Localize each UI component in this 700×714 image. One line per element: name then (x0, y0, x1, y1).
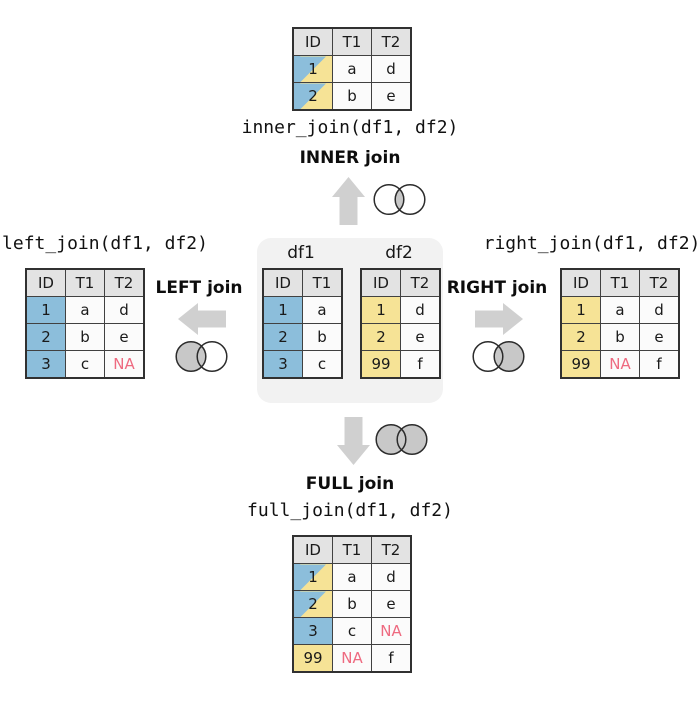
table-cell: b (600, 323, 640, 351)
table-cell: f (400, 350, 441, 379)
table-cell: b (65, 323, 105, 351)
right-join-label: RIGHT join (446, 278, 548, 298)
venn-full-icon (375, 423, 428, 456)
header-cell: T2 (371, 535, 412, 564)
inner-join-label: INNER join (299, 148, 401, 168)
arrow-left-icon (178, 303, 226, 335)
table-cell: d (371, 55, 412, 83)
full-join-code: full_join(df1, df2) (247, 500, 453, 521)
table-cell: e (104, 323, 145, 351)
header-cell: ID (360, 268, 401, 297)
table-cell: b (332, 82, 372, 111)
table-cell: f (371, 644, 412, 673)
table-cell: 99 (560, 350, 601, 379)
table-cell: b (302, 323, 343, 351)
table-cell: a (65, 296, 105, 324)
header-cell: T1 (600, 268, 640, 297)
venn-left-icon (175, 340, 228, 373)
table-cell: e (400, 323, 441, 351)
table-cell: 1 (262, 296, 303, 324)
header-cell: ID (560, 268, 601, 297)
table-cell: 1 (560, 296, 601, 324)
table-cell: 99 (360, 350, 401, 379)
header-cell: T1 (332, 535, 372, 564)
table-cell: 99 (292, 644, 333, 673)
table-cell: e (371, 82, 412, 111)
arrow-down-icon (337, 417, 370, 465)
header-cell: T2 (400, 268, 441, 297)
table-cell: NA (104, 350, 145, 379)
table-cell: 3 (262, 350, 303, 379)
table-cell: e (639, 323, 680, 351)
table-cell: 1 (360, 296, 401, 324)
header-cell: ID (25, 268, 66, 297)
header-cell: ID (292, 535, 333, 564)
table-cell: NA (332, 644, 372, 673)
table-cell: 3 (292, 617, 333, 645)
header-cell: T1 (65, 268, 105, 297)
table-cell: c (65, 350, 105, 379)
table-cell: d (639, 296, 680, 324)
table-cell: d (371, 563, 412, 591)
table-cell: 1 (292, 563, 333, 591)
table-cell: 2 (25, 323, 66, 351)
table-cell: 2 (560, 323, 601, 351)
header-cell: T2 (639, 268, 680, 297)
table-cell: 1 (292, 55, 333, 83)
table-cell: b (332, 590, 372, 618)
table-cell: f (639, 350, 680, 379)
header-cell: T2 (371, 27, 412, 56)
table-cell: 3 (25, 350, 66, 379)
table-cell: e (371, 590, 412, 618)
table-cell: NA (600, 350, 640, 379)
table-cell: 2 (360, 323, 401, 351)
header-cell: T1 (302, 268, 343, 297)
right-join-code: right_join(df1, df2) (483, 233, 700, 254)
table-cell: c (302, 350, 343, 379)
table-cell: 2 (292, 590, 333, 618)
header-cell: T1 (332, 27, 372, 56)
table-cell: a (600, 296, 640, 324)
venn-inner-icon (373, 183, 426, 216)
table-cell: d (104, 296, 145, 324)
table-cell: a (332, 563, 372, 591)
full-join-label: FULL join (305, 474, 395, 494)
header-cell: T2 (104, 268, 145, 297)
left-join-label: LEFT join (155, 278, 243, 298)
arrow-up-icon (332, 177, 365, 225)
venn-right-icon (472, 340, 525, 373)
table-cell: 2 (292, 82, 333, 111)
df1-label: df1 (287, 243, 315, 263)
table-cell: 1 (25, 296, 66, 324)
df2-label: df2 (385, 243, 413, 263)
table-cell: NA (371, 617, 412, 645)
table-cell: 2 (262, 323, 303, 351)
left-join-code: left_join(df1, df2) (2, 233, 208, 254)
table-cell: a (332, 55, 372, 83)
inner-join-code: inner_join(df1, df2) (241, 117, 459, 138)
arrow-right-icon (475, 303, 523, 335)
header-cell: ID (262, 268, 303, 297)
table-cell: a (302, 296, 343, 324)
header-cell: ID (292, 27, 333, 56)
table-cell: d (400, 296, 441, 324)
table-cell: c (332, 617, 372, 645)
